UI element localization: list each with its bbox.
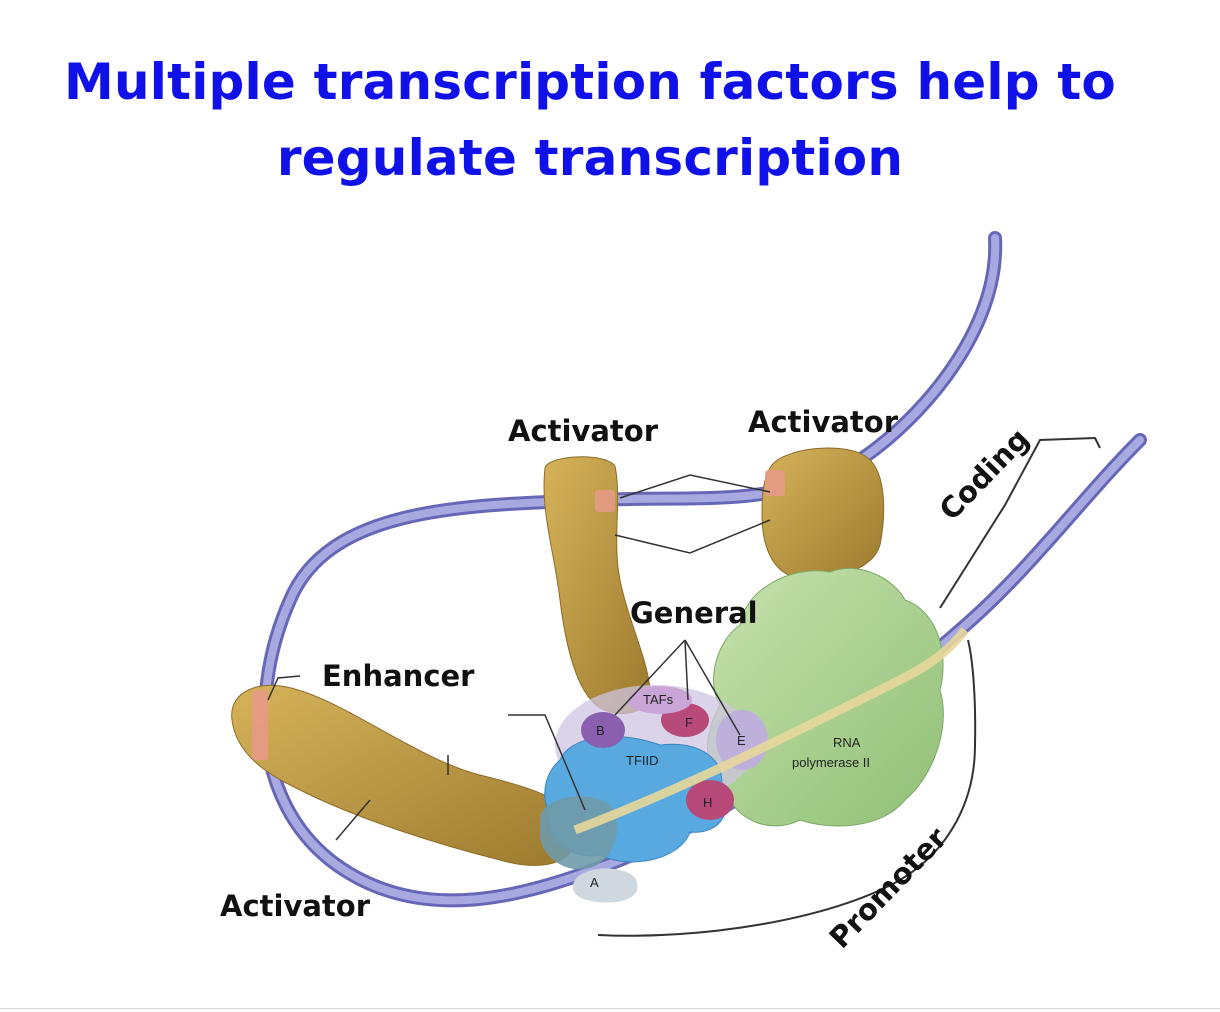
label-rna: RNA [833,735,861,750]
label-activator-top-left: Activator [508,414,659,448]
label-activator-top-right: Activator [748,405,899,439]
enhancer-sites [252,470,785,760]
label-polymerase: polymerase II [792,755,870,770]
dna-promoter-segment [573,627,969,835]
label-enhancer: Enhancer [322,659,475,693]
bottom-divider [0,1008,1220,1009]
title-line-1: Multiple transcription factors help to [64,53,1116,111]
pointer-lines [267,474,771,841]
label-tfiid: TFIID [626,753,659,768]
label-coding: Coding [933,422,1036,527]
label-promoter: Promoter [823,820,955,955]
activator-bottom-shape [231,684,576,866]
title-line-2: regulate transcription [276,129,904,187]
label-general: General [630,596,758,630]
slide-title: Multiple transcription factors help to r… [0,44,1180,196]
label-activator-bottom: Activator [220,889,371,923]
promoter-bracket [597,639,977,937]
label-f: F [685,715,693,730]
activator-top-right-shape [761,447,885,579]
label-a: A [590,875,599,890]
label-b: B [596,723,605,738]
label-tafs: TAFs [643,692,674,707]
label-e: E [737,733,746,748]
label-h: H [703,795,712,810]
coding-bracket [939,436,1101,609]
